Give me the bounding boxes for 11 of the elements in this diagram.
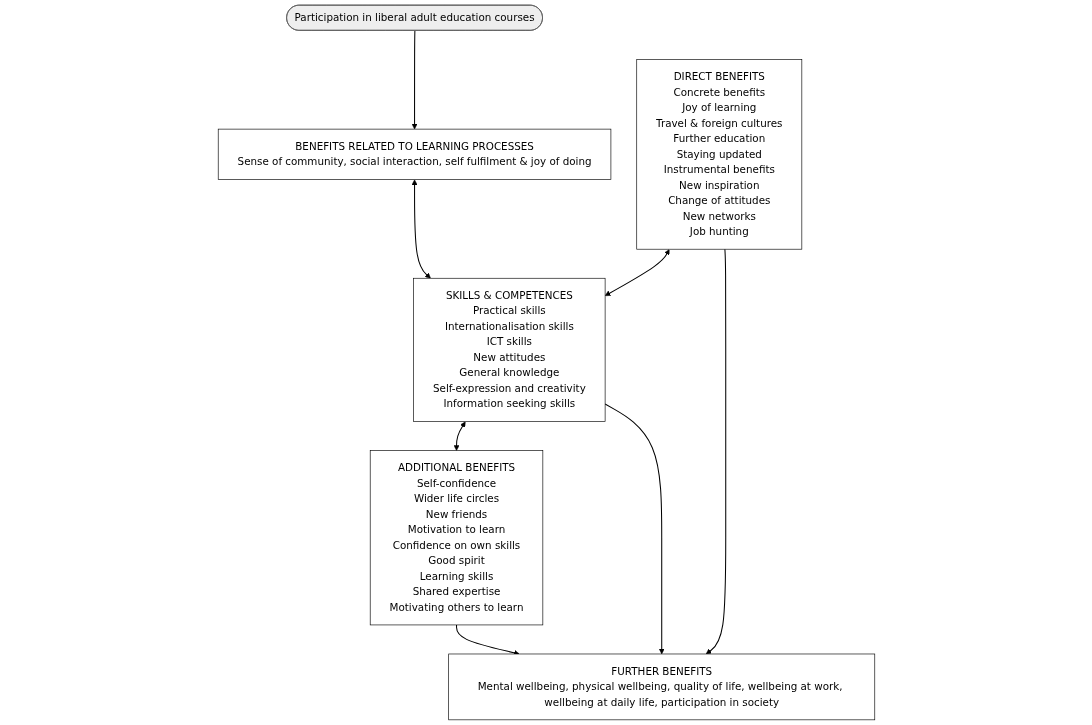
node-box: DIRECT BENEFITS Concrete benefits Joy of learning Travel & foreign cultures Further education Staying updated Instrumental benefits New inspiration Change of attitudes New networks Job hunting bbox=[635, 59, 802, 250]
arrow bbox=[604, 249, 669, 296]
arrow bbox=[453, 421, 466, 451]
node-box: FURTHER BENEFITS Mental wellbeing, physical wellbeing, quality of life, wellbeing at work, wellbeing at daily life, participation in society bbox=[447, 653, 875, 721]
arrow bbox=[604, 403, 665, 655]
arrow bbox=[411, 179, 431, 279]
node-box: ADDITIONAL BENEFITS Self-confidence Wider life circles New friends Motivation to learn Confidence on own skills Good spirit Learning skills Shared expertise Motivating others to learn bbox=[369, 450, 543, 626]
arrow bbox=[411, 30, 417, 130]
node-box: SKILLS & COMPETENCES Practical skills Internationalisation skills ICT skills New attitudes General knowledge Self-expression and creativity Information seeking skills bbox=[412, 277, 605, 422]
arrow bbox=[705, 248, 726, 655]
node-box: BENEFITS RELATED TO LEARNING PROCESSES Sense of community, social interaction, self fulfilment & joy of doing bbox=[217, 128, 611, 180]
